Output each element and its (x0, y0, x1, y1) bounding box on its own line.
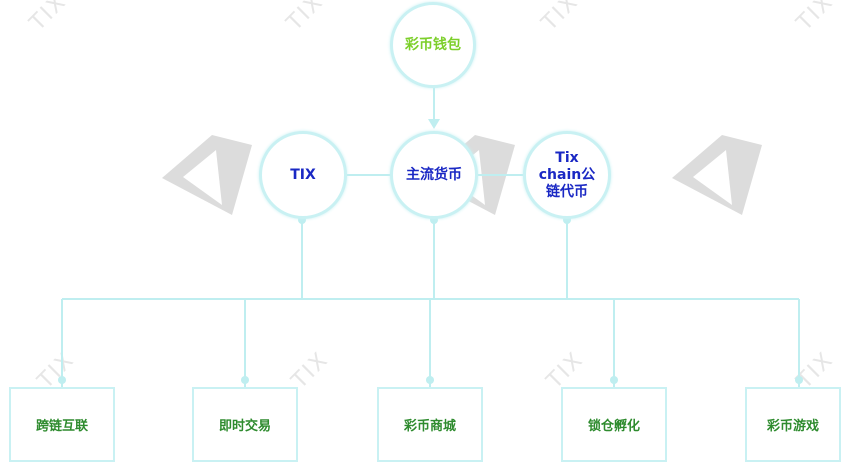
junction-dot (426, 376, 434, 384)
leaf-node-mall: 彩币商城 (377, 387, 483, 462)
arrow-head-icon (428, 119, 440, 129)
hub-node-label-line: chain公 (538, 166, 596, 183)
hub-node-tix: TIX (259, 131, 347, 219)
leaf-node-label: 锁仓孵化 (587, 419, 640, 434)
junction-dot (610, 376, 618, 384)
junction-dot (241, 376, 249, 384)
leaf-node-label: 即时交易 (218, 419, 271, 434)
junction-dot (430, 216, 438, 224)
leaf-node-games: 彩币游戏 (745, 387, 841, 462)
hub-node-label: 主流货币 (406, 166, 462, 183)
root-node-label: 彩币钱包 (405, 36, 461, 53)
junction-dot (298, 216, 306, 224)
junction-dot (58, 376, 66, 384)
root-node: 彩币钱包 (390, 2, 476, 88)
hub-node-label-line: 链代币 (545, 183, 588, 200)
connector-lines (61, 86, 800, 387)
hub-node-label: TIX (290, 166, 316, 183)
hub-node-label: Tix chain公 链代币 (539, 150, 595, 201)
hub-node-mainstream: 主流货币 (390, 131, 478, 219)
diamond-logo-icon (672, 135, 762, 215)
junction-dot (563, 216, 571, 224)
diamond-logo-icon (162, 135, 252, 215)
leaf-node-incubation: 锁仓孵化 (561, 387, 667, 462)
leaf-node-cross-chain: 跨链互联 (9, 387, 115, 462)
leaf-node-label: 彩币商城 (403, 419, 456, 434)
hub-node-tix-chain: Tix chain公 链代币 (523, 131, 611, 219)
leaf-node-label: 跨链互联 (35, 419, 88, 434)
leaf-node-label: 彩币游戏 (766, 419, 819, 434)
hub-node-label-line: Tix (555, 149, 579, 166)
junction-dot (795, 376, 803, 384)
leaf-node-instant-trade: 即时交易 (192, 387, 298, 462)
